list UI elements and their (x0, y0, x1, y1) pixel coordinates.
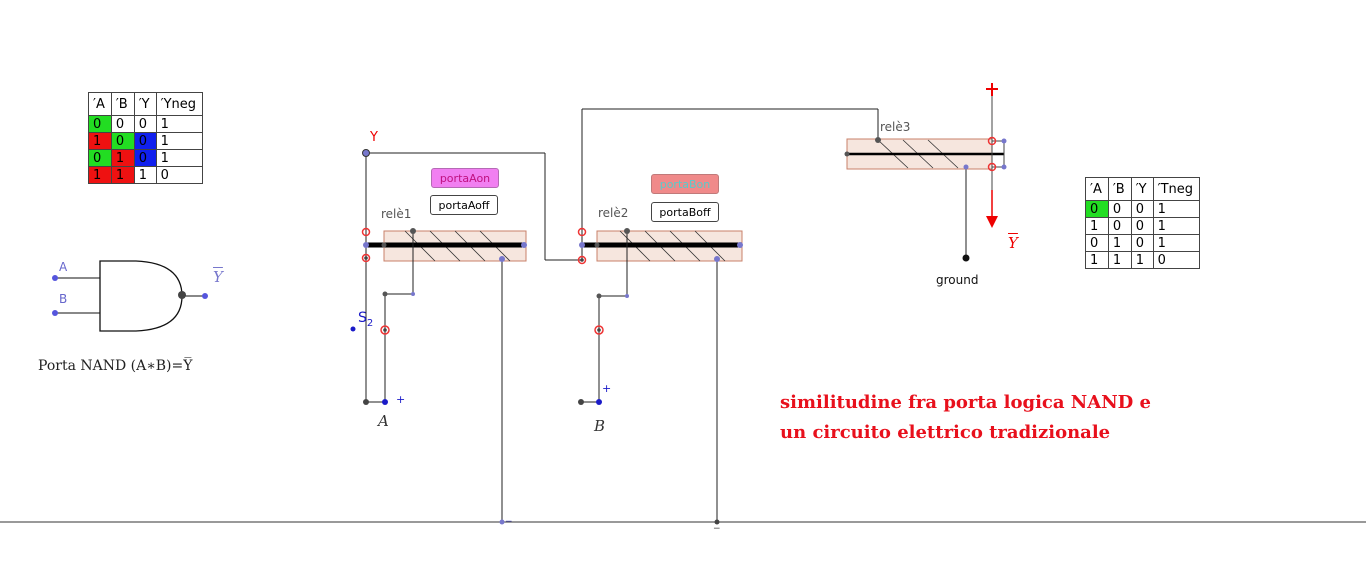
switch-s-letter: S (358, 310, 367, 326)
y-label: Y (370, 130, 378, 145)
cell: 0 (155, 166, 204, 184)
relay2-circuit (577, 108, 879, 525)
porta-a-on-button[interactable]: portaAon (431, 168, 499, 188)
relay3-circuit (844, 83, 1007, 262)
gate-input-a-label: A (59, 260, 68, 274)
table-row: 0 0 0 1 (1085, 200, 1201, 218)
truth-table-relay: ′A ′B ′Y ′Tneg 0 0 0 1 1 0 0 1 0 1 0 1 1… (1085, 177, 1201, 269)
plus-a-label: + (396, 393, 406, 406)
cell: 1 (1152, 217, 1201, 235)
title-line-2: un circuito elettrico tradizionale (780, 422, 1111, 443)
switch-s-subscript: 2 (366, 317, 374, 329)
gate-caption: Porta NAND (A∗B)=Y̅ (38, 358, 193, 374)
plus-b-label: + (602, 382, 612, 395)
table-row: 1 1 1 0 (88, 166, 204, 184)
switch-s2-label: S2 (358, 310, 373, 329)
input-a-label: A (378, 412, 389, 430)
relay2-label: relè2 (598, 206, 629, 220)
table-row: 0 0 0 1 (88, 115, 204, 133)
cell: 1 (110, 166, 135, 184)
minus-a-label: − (505, 517, 513, 527)
nand-gate-symbol (52, 260, 208, 332)
table-row: 1 1 1 0 (1085, 251, 1201, 269)
gate-input-b-label: B (59, 292, 68, 306)
table-header-row: ′A ′B ′Y ′Tneg (1085, 177, 1201, 201)
table-header-row: ′A ′B ′Y ′Yneg (88, 92, 204, 116)
cell: 1 (110, 149, 135, 167)
gate-output-label: Y (213, 268, 223, 286)
minus-b-label: − (713, 524, 721, 534)
col-header-tneg: ′Tneg (1152, 177, 1201, 201)
cell: 0 (1152, 251, 1201, 269)
cell: 0 (133, 132, 157, 150)
ybar-output-label: Y (1008, 234, 1018, 252)
cell: 1 (1130, 251, 1154, 269)
cell: 0 (133, 149, 157, 167)
porta-b-off-button[interactable]: portaBoff (651, 202, 719, 222)
cell: 0 (88, 149, 112, 167)
relay3-label: relè3 (880, 120, 911, 134)
porta-a-off-button[interactable]: portaAoff (430, 195, 498, 215)
table-row: 0 1 0 1 (1085, 234, 1201, 252)
cell: 0 (110, 132, 135, 150)
ground-label: ground (936, 273, 979, 287)
truth-table-nand: ′A ′B ′Y ′Yneg 0 0 0 1 1 0 0 1 0 1 0 1 1… (88, 92, 204, 184)
cell: 1 (88, 166, 112, 184)
input-b-label: B (594, 417, 606, 435)
porta-b-on-button[interactable]: portaBon (651, 174, 719, 194)
title-line-1: similitudine fra porta logica NAND e (780, 392, 1151, 413)
relay1-circuit (350, 149, 582, 525)
relay1-label: relè1 (381, 207, 412, 221)
table-row: 0 1 0 1 (88, 149, 204, 167)
col-header-yneg: ′Yneg (155, 92, 204, 116)
